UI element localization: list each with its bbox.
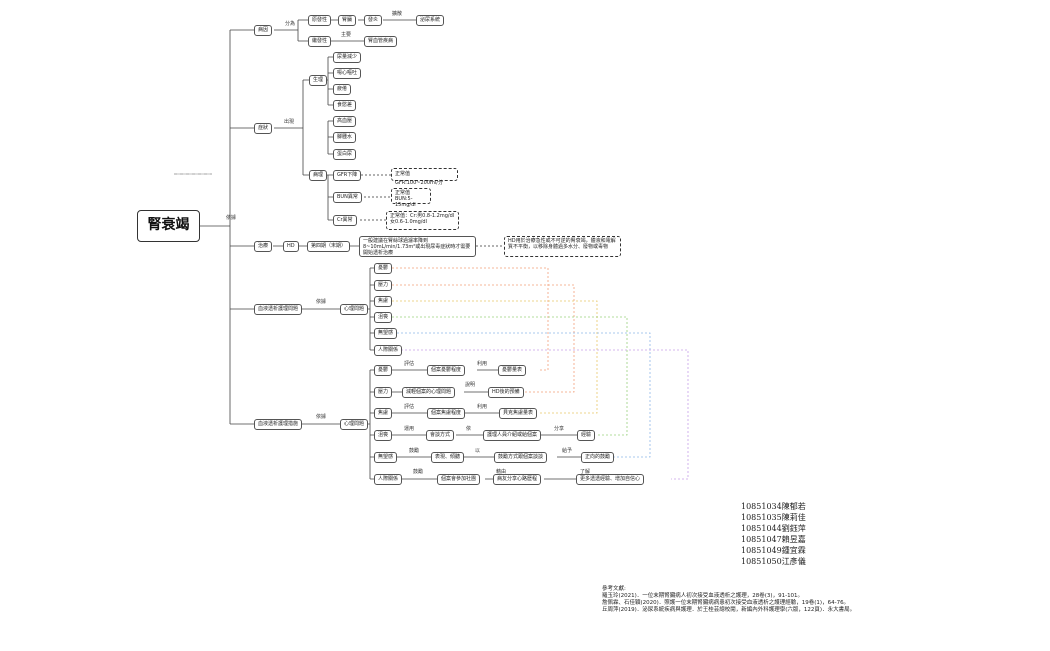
link-measure: 說明 [465, 382, 476, 388]
node-secondary[interactable]: 繼發性 [308, 36, 332, 47]
node-treatment[interactable]: 治療 [254, 241, 273, 252]
link-measures: 依據 [316, 414, 327, 420]
link-measure: 了解 [580, 469, 591, 475]
link-measure: 依 [466, 426, 472, 432]
node-psych-problems[interactable]: 心理問題 [340, 304, 369, 315]
reference-item: 詹佩霖、石佳穎(2020)．照護一位末期腎臟病病患初次接受血液透析之護理經驗，1… [602, 600, 850, 606]
note-cr: 正常值：Cr:男0.8-1.2mg/dl 女0.6-1.0mg/dl [386, 211, 459, 230]
node-measure-row[interactable]: 焦慮 [374, 408, 393, 419]
link-measure: 評估 [404, 361, 415, 367]
link-measure: 鼓勵 [413, 469, 424, 475]
node-physio[interactable]: 生理 [309, 75, 328, 86]
reference-item: 羅玉玲(2021)．一位末期腎臟病人初次接受血液透析之護理，28卷(3)，91-… [602, 593, 804, 599]
node-measure-step[interactable]: 病友分享心路歷程 [493, 474, 542, 485]
link-measure: 給予 [562, 448, 573, 454]
node-physio-item[interactable]: 蛋白尿 [333, 149, 357, 160]
node-problem-item[interactable]: 人際關係 [374, 345, 403, 356]
link-measure: 以 [475, 448, 481, 454]
node-problem-item[interactable]: 無望感 [374, 328, 398, 339]
student-id: 10851034陳郁若 [741, 502, 806, 511]
node-measure-step[interactable]: 更多透透經驗、增加自信心 [576, 474, 645, 485]
student-id: 10851050江彥儀 [741, 557, 806, 566]
node-measure-step[interactable]: 表現、傾聽 [431, 452, 465, 463]
reference-item: 丘周萍(2019)．泌尿系統疾病與護理．於王桂芸總校閱，新編內外科護理學(六版，… [602, 607, 856, 613]
node-measure-step[interactable]: HD後的預備 [488, 387, 524, 398]
node-measure-row[interactable]: 沮喪 [374, 430, 393, 441]
node-cr[interactable]: Cr異常 [333, 215, 357, 226]
link-measure: 利用 [477, 404, 488, 410]
node-measure-step[interactable]: 護理人員介紹或給個案 [483, 430, 542, 441]
node-symptoms[interactable]: 症狀 [254, 123, 273, 134]
node-problems[interactable]: 血液透析護理問題 [254, 304, 303, 315]
node-secondary-cause[interactable]: 腎血管疾病 [364, 36, 398, 47]
node-measure-row[interactable]: 憂鬱 [374, 365, 393, 376]
node-pathology[interactable]: 病理 [309, 170, 328, 181]
node-problem-item[interactable]: 憂鬱 [374, 263, 393, 274]
node-measure-row[interactable]: 壓力 [374, 387, 393, 398]
student-id: 10851035陳莉佳 [741, 513, 806, 522]
node-system[interactable]: 泌尿系統 [416, 15, 445, 26]
node-stage[interactable]: 第四期（末期） [307, 241, 351, 252]
note-gfr: 正常值 GFR:100~200ml/分 [391, 168, 458, 186]
node-cause[interactable]: 病因 [254, 25, 273, 36]
link-measure: 分享 [554, 426, 565, 432]
link-problems: 依據 [316, 299, 327, 305]
note-bun: 正常值 BUN:5-15mg/dl [391, 188, 431, 208]
node-hd[interactable]: HD [283, 241, 299, 252]
node-inflam[interactable]: 發炎 [364, 15, 383, 26]
node-measure-row[interactable]: 無望感 [374, 452, 398, 463]
link-main: 主要 [341, 32, 352, 38]
student-list: 10851034陳郁若 10851035陳莉佳 10851044劉鈺萍 1085… [741, 501, 806, 567]
node-treatment-desc[interactable]: 一般建議在腎絲球過濾率降到8~10mL/min/1.73m²或出現尿毒症狀時才需… [359, 236, 476, 257]
root-link-label: 依據 [226, 215, 237, 221]
node-kidney[interactable]: 腎臟 [338, 15, 357, 26]
node-physio-item[interactable]: 食慾差 [333, 100, 357, 111]
node-physio-item[interactable]: 腳腫水 [333, 132, 357, 143]
node-physio-item[interactable]: 尿量減少 [333, 52, 362, 63]
node-measure-step[interactable]: 憂鬱量表 [498, 365, 527, 376]
student-id: 10851044劉鈺萍 [741, 524, 806, 533]
node-measure-row[interactable]: 人際關係 [374, 474, 403, 485]
node-measure-step[interactable]: 個案會參加社團 [437, 474, 481, 485]
node-measure-step[interactable]: 貝克焦慮量表 [499, 408, 538, 419]
link-spread: 擴散 [392, 11, 403, 17]
link-measure: 鼓勵 [409, 448, 420, 454]
node-physio-item[interactable]: 高血壓 [333, 116, 357, 127]
node-measure-step[interactable]: 個案憂鬱程度 [427, 365, 466, 376]
node-problem-item[interactable]: 沮喪 [374, 312, 393, 323]
node-bun[interactable]: BUN異常 [333, 192, 362, 203]
link-measure: 藉由 [496, 469, 507, 475]
student-id: 10851047賴昱嘉 [741, 535, 806, 544]
node-measure-step[interactable]: 個案焦慮程度 [427, 408, 466, 419]
node-measure-step[interactable]: 正向的鼓勵 [581, 452, 615, 463]
node-problem-item[interactable]: 壓力 [374, 280, 393, 291]
node-gfr[interactable]: GFR下降 [333, 170, 362, 181]
node-physio-item[interactable]: 疲倦 [333, 84, 352, 95]
note-hd: HD用於治療急性或不可逆的腎衰竭，體液和電解質不平衡，以移除身體過多水分、廢物或… [504, 236, 621, 257]
references: 參考文獻: 羅玉玲(2021)．一位末期腎臟病人初次接受血液透析之護理，28卷(… [602, 586, 855, 614]
node-measure-step[interactable]: 經驗 [577, 430, 596, 441]
root-node[interactable]: 腎衰竭 [137, 210, 200, 242]
link-measure: 運用 [404, 426, 415, 432]
link-measure: 評估 [404, 404, 415, 410]
node-measure-step[interactable]: 減輕個案的心理問題 [402, 387, 456, 398]
references-title: 參考文獻: [602, 586, 626, 592]
link-symptoms: 出現 [284, 119, 295, 125]
node-psych-measures[interactable]: 心理問題 [340, 419, 369, 430]
node-measures[interactable]: 血液透析護理措施 [254, 419, 303, 430]
link-measure: 利用 [477, 361, 488, 367]
student-id: 10851049鍾宜霖 [741, 546, 806, 555]
link-cause: 分為 [285, 21, 296, 27]
node-problem-item[interactable]: 焦慮 [374, 296, 393, 307]
node-physio-item[interactable]: 噁心嘔吐 [333, 68, 362, 79]
node-measure-step[interactable]: 鼓勵方式跟個案談談 [494, 452, 548, 463]
node-primary[interactable]: 原發性 [308, 15, 332, 26]
node-measure-step[interactable]: 會談方式 [426, 430, 455, 441]
